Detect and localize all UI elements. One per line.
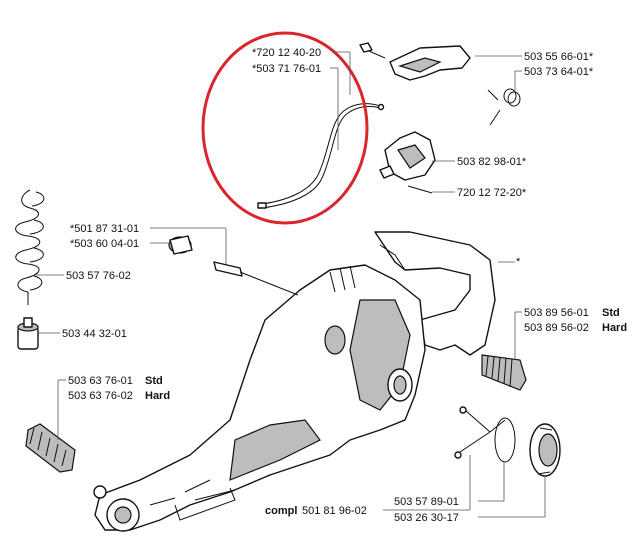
label-hard-right: Hard xyxy=(602,322,627,334)
label-720-12-40-20: *720 12 40-20 xyxy=(252,47,321,59)
buffer-part xyxy=(17,317,39,350)
leader-lines xyxy=(36,51,546,518)
label-503-71-76-01: *503 71 76-01 xyxy=(252,63,321,75)
rod-part xyxy=(213,261,299,296)
label-503-57-76-02: 503 57 76-02 xyxy=(66,270,131,282)
label-501-81-96-02: 501 81 96-02 xyxy=(302,505,367,517)
coil-spring-part xyxy=(15,189,45,305)
label-503-89-56-02: 503 89 56-02 xyxy=(524,322,589,334)
plug-part xyxy=(168,235,193,255)
lever-part xyxy=(454,406,506,459)
label-720-12-72-20: 720 12 72-20* xyxy=(457,187,527,199)
label-503-44-32-01: 503 44 32-01 xyxy=(62,328,127,340)
label-503-57-89-01: 503 57 89-01 xyxy=(394,496,459,508)
label-503-73-64-01: 503 73 64-01* xyxy=(524,66,594,78)
av-spring-left-part xyxy=(25,423,76,473)
highlight-circle xyxy=(201,31,369,225)
cap-part xyxy=(529,423,561,477)
label-503-55-66-01: 503 55 66-01* xyxy=(524,51,594,63)
label-std-right: Std xyxy=(602,307,620,319)
label-hard-left: Hard xyxy=(145,390,170,402)
label-503-89-56-01: 503 89 56-01 xyxy=(524,307,589,319)
throttle-lockout-part xyxy=(359,42,471,81)
label-std-left: Std xyxy=(145,375,163,387)
label-star: * xyxy=(516,256,521,268)
label-503-63-76-01: 503 63 76-01 xyxy=(68,375,133,387)
label-compl: compl xyxy=(265,505,297,517)
label-501-87-31-01: *501 87 31-01 xyxy=(70,223,139,235)
av-spring-right-part xyxy=(481,354,527,391)
label-503-26-30-17: 503 26 30-17 xyxy=(394,512,459,524)
label-503-63-76-02: 503 63 76-02 xyxy=(68,390,133,402)
handle-housing xyxy=(93,231,496,532)
spring-small-part xyxy=(487,88,521,126)
label-503-82-98-01: 503 82 98-01* xyxy=(457,156,527,168)
throttle-cable-part xyxy=(257,103,385,209)
throttle-trigger-part xyxy=(379,131,436,194)
label-503-60-04-01: *503 60 04-01 xyxy=(70,238,139,250)
o-ring-part xyxy=(494,417,516,463)
